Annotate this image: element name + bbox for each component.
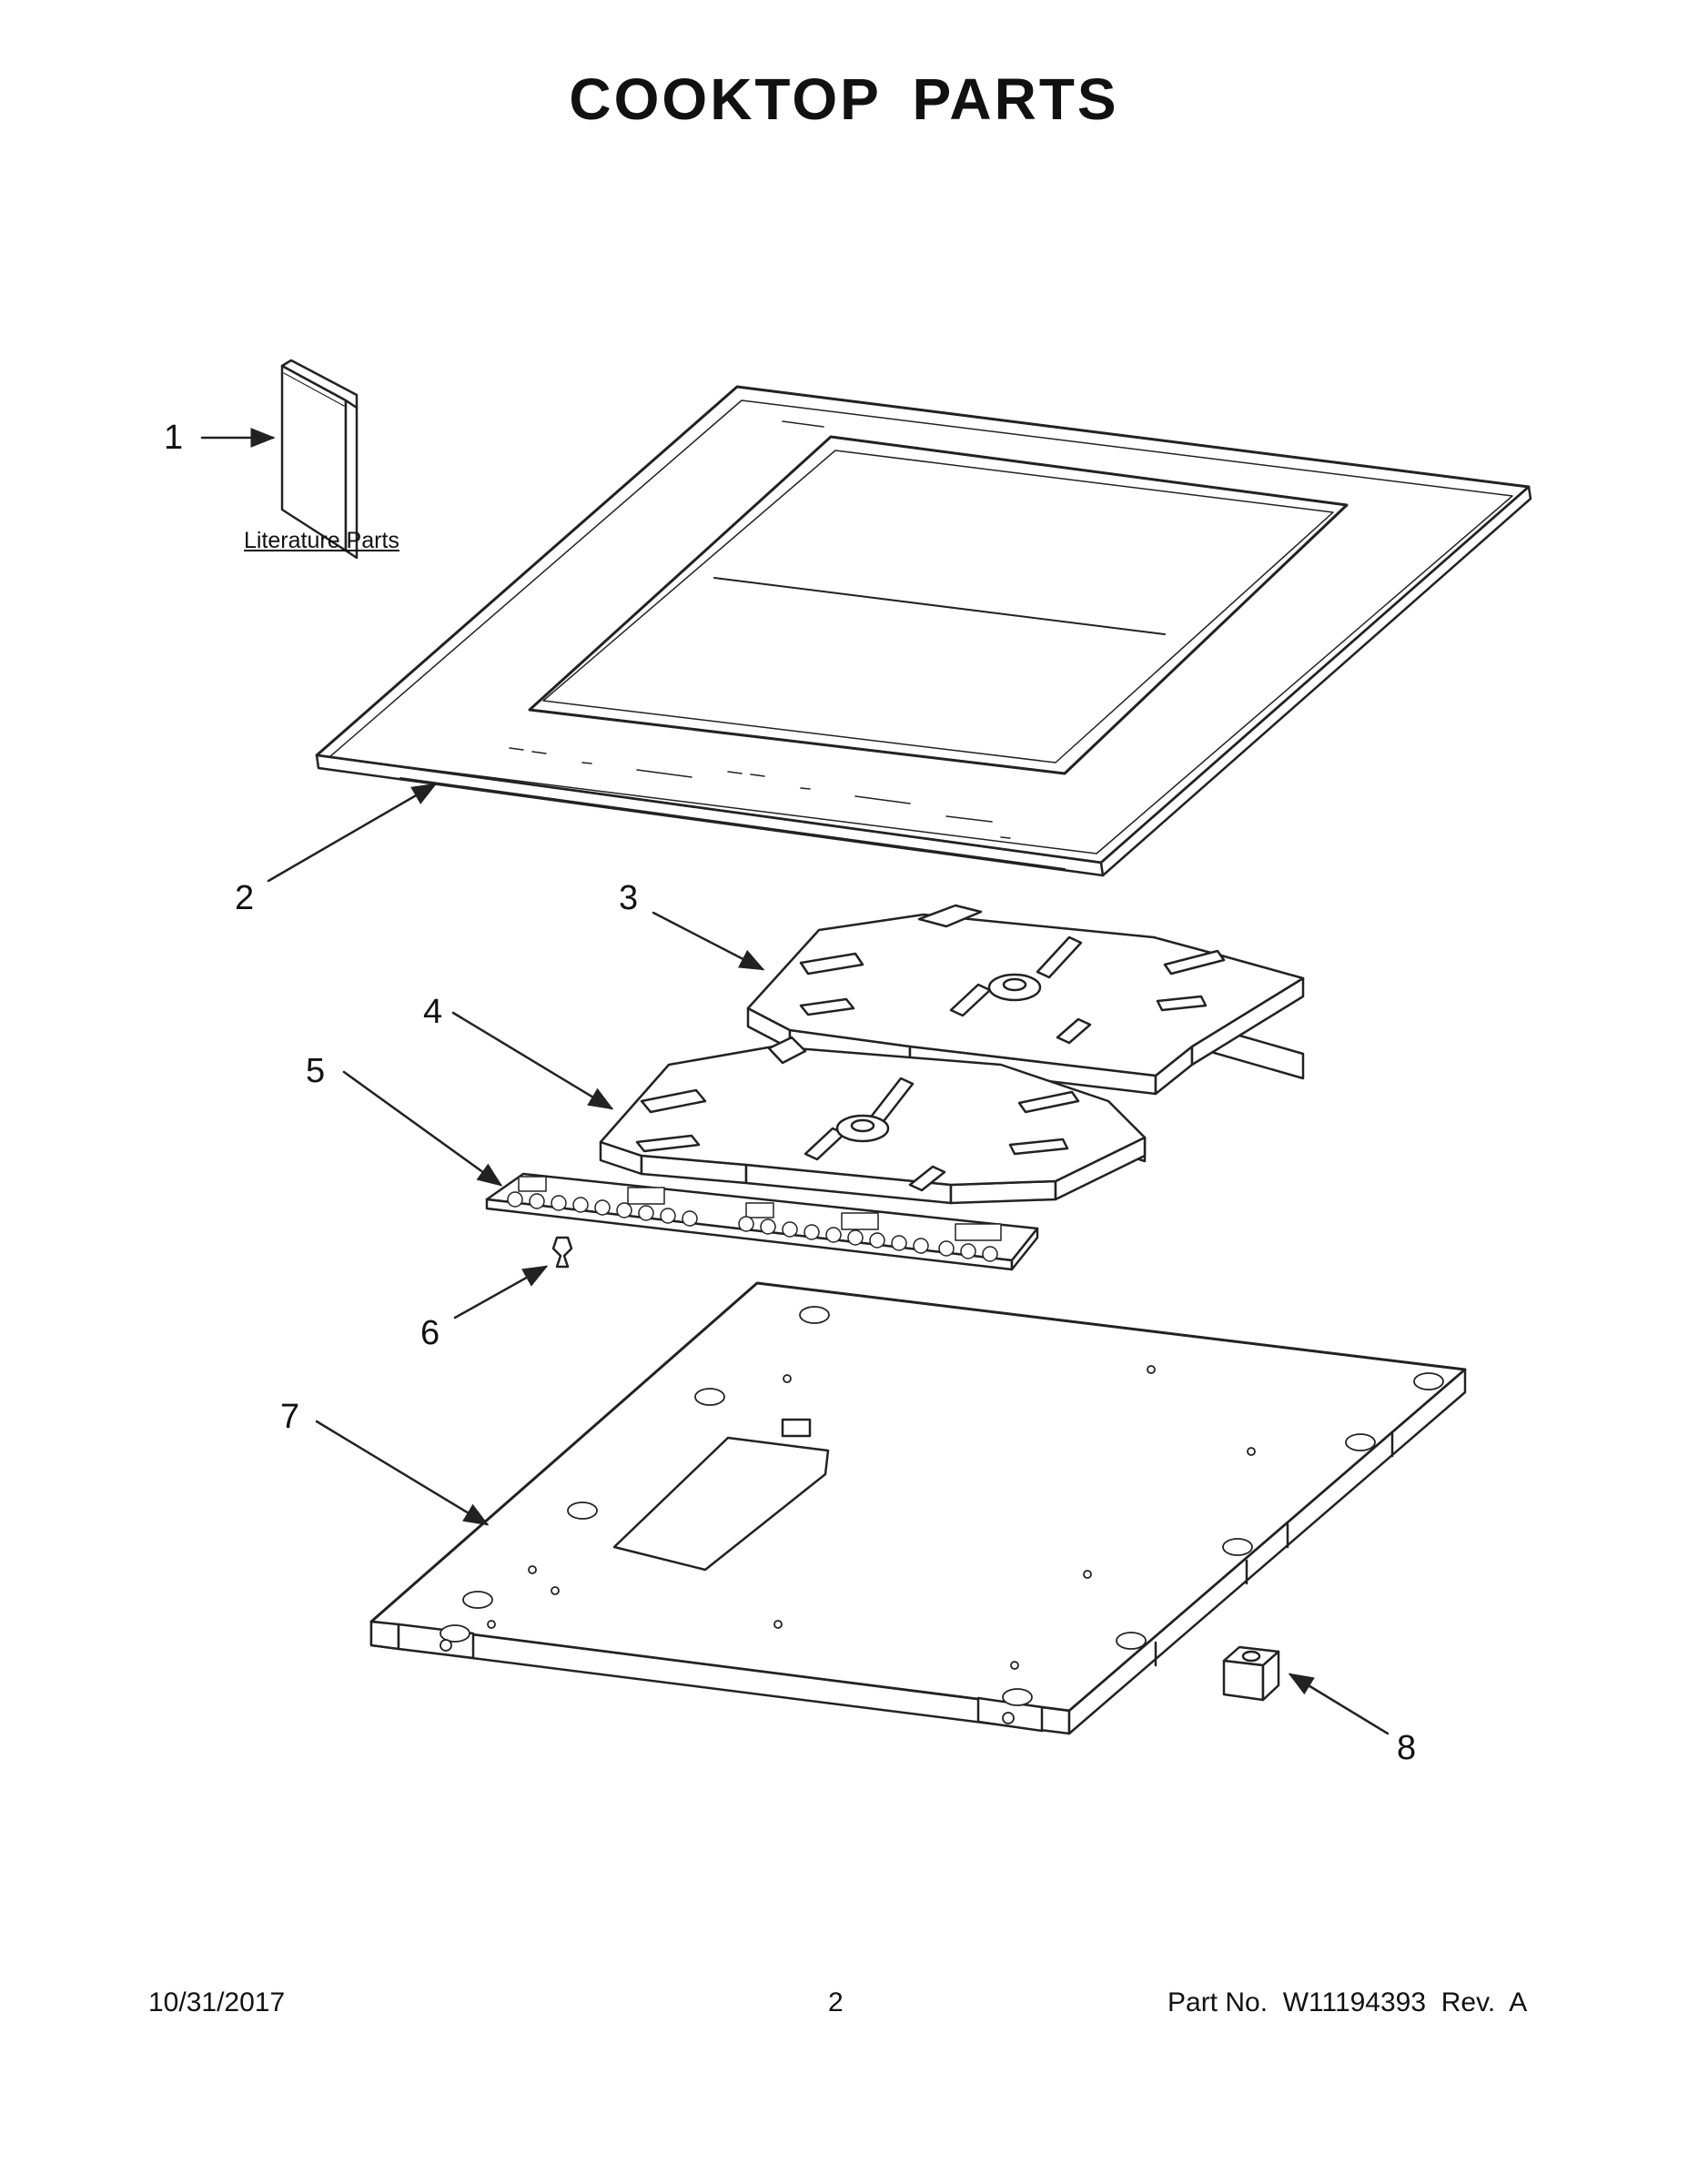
mounting-block	[1222, 1645, 1280, 1702]
leader-line-4	[451, 1011, 614, 1110]
leader-line-3	[652, 911, 765, 971]
footer-date: 10/31/2017	[148, 1987, 286, 2017]
literature-booklet	[280, 359, 359, 560]
leader-line-2	[267, 783, 438, 883]
induction-coil-front	[599, 1036, 1147, 1205]
callout-5: 5	[306, 1052, 326, 1090]
callout-2: 2	[235, 879, 255, 917]
leader-line-6	[453, 1265, 549, 1320]
footer-part-number: Part No. W11194393 Rev. A	[1167, 1987, 1528, 2017]
page-title: COOKTOP PARTS	[569, 66, 1119, 132]
cooktop-glass-frame	[315, 385, 1532, 877]
callout-8: 8	[1397, 1729, 1417, 1767]
leader-line-7	[315, 1420, 490, 1526]
footer-page-number: 2	[828, 1987, 844, 2017]
callout-3: 3	[619, 879, 639, 917]
callout-7: 7	[280, 1398, 300, 1436]
bottom-chassis-plate	[369, 1281, 1467, 1735]
callout-6: 6	[420, 1314, 440, 1352]
standoff-clip	[551, 1236, 573, 1269]
control-board	[485, 1172, 1039, 1271]
literature-parts-label: Literature Parts	[244, 528, 399, 553]
callout-1: 1	[164, 419, 184, 457]
leader-line-8	[1288, 1673, 1390, 1735]
leader-line-5	[342, 1070, 503, 1187]
callout-4: 4	[423, 993, 443, 1031]
